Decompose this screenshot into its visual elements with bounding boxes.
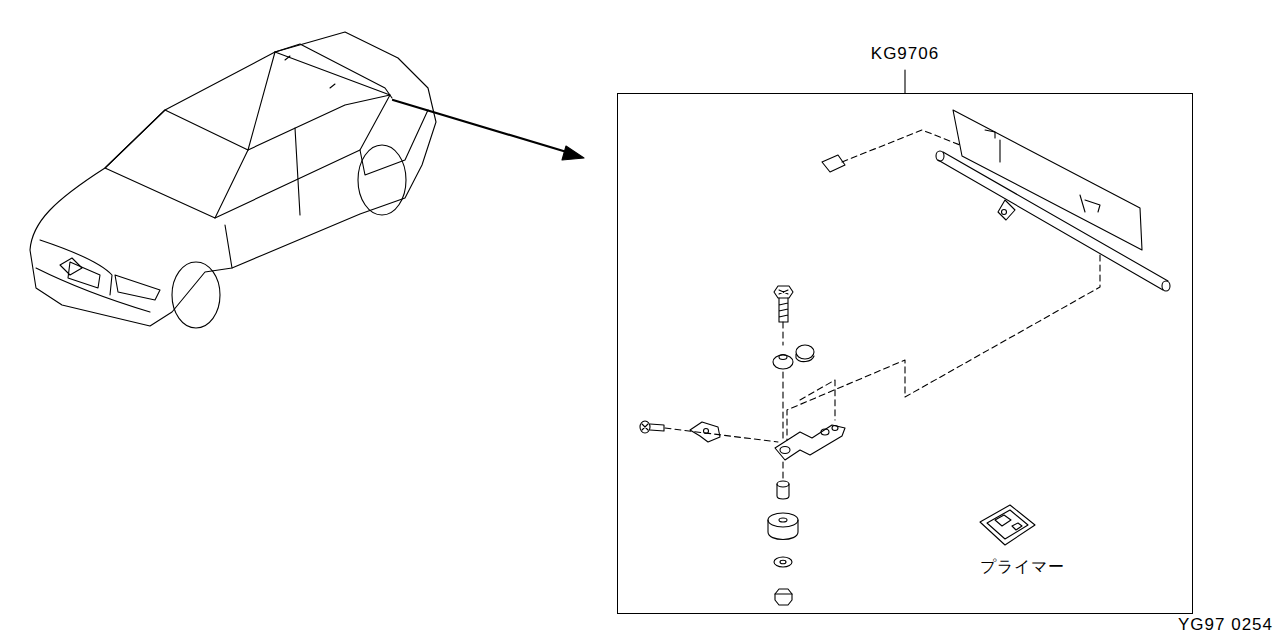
part-number: KG9706: [618, 44, 1192, 64]
dashed-leaders: [665, 130, 1100, 480]
grommet-part: [773, 345, 814, 369]
primer-packet: [980, 505, 1035, 545]
bracket-part: [775, 425, 845, 460]
pointer-arrow: [393, 100, 584, 160]
mount-parts: [768, 481, 798, 605]
clip-part: [822, 155, 845, 172]
spoiler-part: [936, 110, 1170, 291]
bolt-part: [774, 286, 793, 322]
group-frame: KG9706: [617, 93, 1193, 614]
screw-part: [640, 421, 720, 442]
drawing-code: YG97 0254: [1177, 615, 1274, 635]
part-label: プライマー: [979, 557, 1066, 578]
leader-line: [904, 70, 905, 93]
car-illustration: [30, 32, 436, 328]
